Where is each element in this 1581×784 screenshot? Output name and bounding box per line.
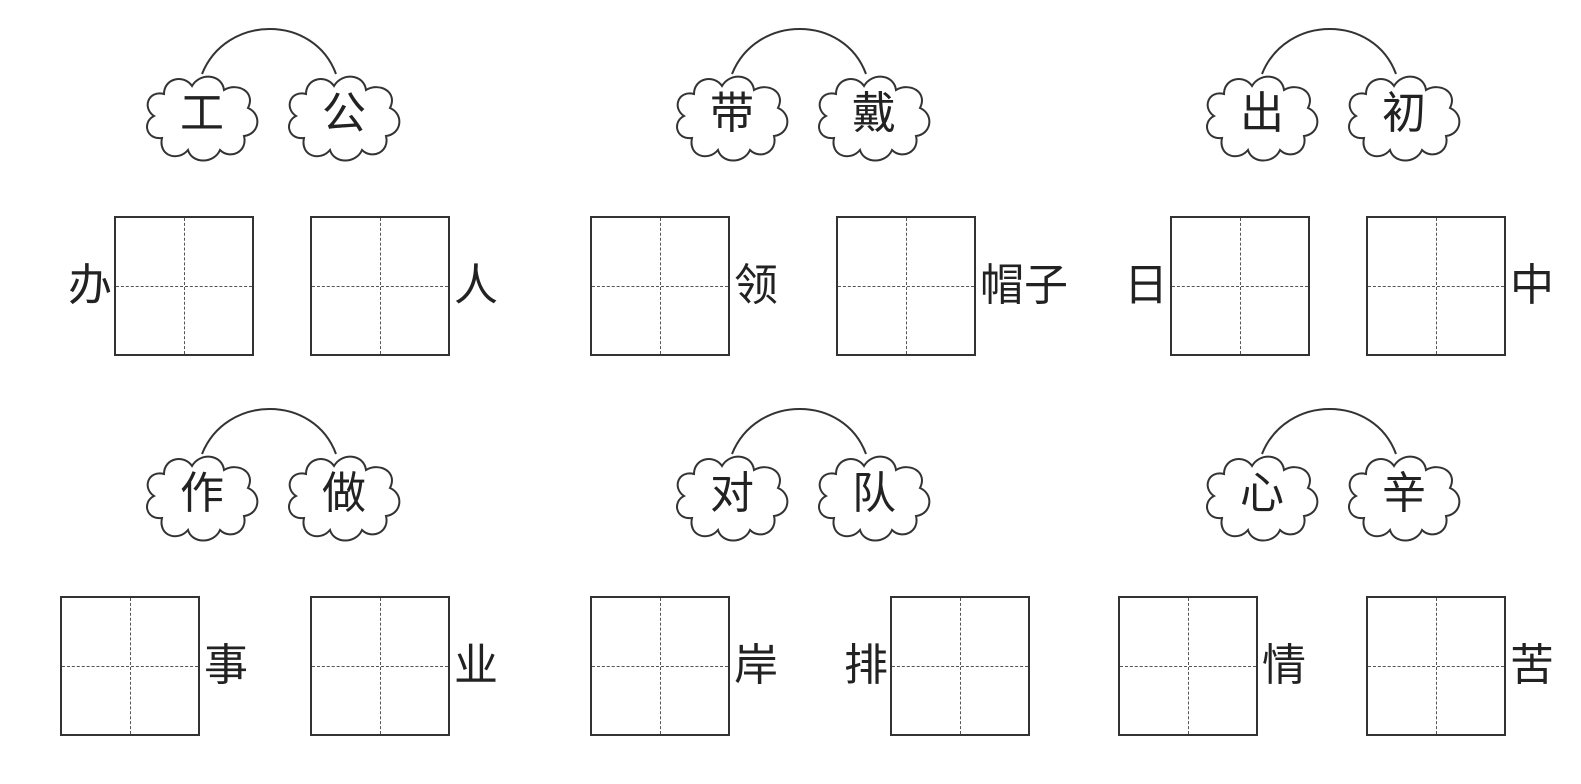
word-pair-group: 作 做事 业 (60, 400, 690, 784)
cloud-shape (676, 75, 789, 162)
tianzige-answer-box[interactable] (1170, 216, 1310, 356)
cloud-character: 公 (322, 88, 366, 139)
tianzige-answer-box[interactable] (590, 216, 730, 356)
word-pair-group: 心 辛情 苦 (1118, 400, 1581, 784)
grid-guide-horizontal (892, 666, 1028, 667)
grid-guide-horizontal (116, 286, 252, 287)
context-character: 排 (844, 640, 888, 691)
connector-arc (201, 408, 337, 455)
context-character: 情 (1262, 640, 1306, 691)
grid-guide-horizontal (312, 666, 448, 667)
cloud-character: 做 (322, 468, 366, 519)
cloud-char-card: 做 (280, 444, 408, 544)
tianzige-answer-box[interactable] (890, 596, 1030, 736)
cloud-char-card: 初 (1340, 64, 1468, 164)
context-character: 岸 (734, 640, 778, 691)
cloud-char-card: 对 (668, 444, 796, 544)
cloud-char-card: 辛 (1340, 444, 1468, 544)
cloud-shape (288, 75, 401, 162)
grid-guide-horizontal (1120, 666, 1256, 667)
tianzige-answer-box[interactable] (60, 596, 200, 736)
cloud-shape (146, 75, 259, 162)
context-character: 日 (1124, 260, 1168, 311)
cloud-character: 工 (180, 88, 224, 139)
cloud-char-card: 公 (280, 64, 408, 164)
cloud-shape (1348, 455, 1461, 542)
word-pair-group: 工 公办 人 (68, 20, 690, 404)
cloud-char-card: 带 (668, 64, 796, 164)
cloud-character: 心 (1240, 468, 1284, 519)
grid-guide-horizontal (312, 286, 448, 287)
connector-arc (1261, 28, 1397, 75)
word-pair-group: 对 队岸 排 (590, 400, 1220, 784)
tianzige-answer-box[interactable] (1366, 596, 1506, 736)
context-character: 中 (1510, 260, 1554, 311)
connector-arc (201, 28, 337, 75)
tianzige-answer-box[interactable] (590, 596, 730, 736)
cloud-shape (818, 75, 931, 162)
grid-guide-horizontal (1368, 286, 1504, 287)
cloud-shape (1206, 455, 1319, 542)
grid-guide-horizontal (592, 666, 728, 667)
cloud-character: 作 (180, 468, 224, 519)
tianzige-answer-box[interactable] (310, 216, 450, 356)
cloud-shape (288, 455, 401, 542)
cloud-character: 戴 (852, 88, 896, 139)
cloud-character: 辛 (1382, 468, 1426, 519)
cloud-char-card: 出 (1198, 64, 1326, 164)
context-character: 业 (454, 640, 498, 691)
cloud-shape (818, 455, 931, 542)
cloud-shape (1348, 75, 1461, 162)
tianzige-answer-box[interactable] (114, 216, 254, 356)
cloud-char-card: 工 (138, 64, 266, 164)
cloud-char-card: 心 (1198, 444, 1326, 544)
context-character: 事 (204, 640, 248, 691)
grid-guide-horizontal (62, 666, 198, 667)
grid-guide-horizontal (1172, 286, 1308, 287)
tianzige-answer-box[interactable] (836, 216, 976, 356)
grid-guide-horizontal (592, 286, 728, 287)
context-character: 帽子 (980, 260, 1068, 311)
tianzige-answer-box[interactable] (310, 596, 450, 736)
cloud-char-card: 戴 (810, 64, 938, 164)
connector-arc (731, 408, 867, 455)
cloud-character: 初 (1382, 88, 1426, 139)
cloud-char-card: 队 (810, 444, 938, 544)
grid-guide-horizontal (838, 286, 974, 287)
tianzige-answer-box[interactable] (1118, 596, 1258, 736)
word-pair-group: 出 初日 中 (1124, 20, 1581, 404)
tianzige-answer-box[interactable] (1366, 216, 1506, 356)
context-character: 人 (454, 260, 498, 311)
grid-guide-horizontal (1368, 666, 1504, 667)
cloud-character: 队 (852, 468, 896, 519)
cloud-character: 出 (1240, 88, 1284, 139)
cloud-char-card: 作 (138, 444, 266, 544)
cloud-character: 带 (710, 88, 754, 139)
context-character: 苦 (1510, 640, 1554, 691)
connector-arc (731, 28, 867, 75)
cloud-shape (1206, 75, 1319, 162)
cloud-shape (676, 455, 789, 542)
cloud-character: 对 (710, 468, 754, 519)
connector-arc (1261, 408, 1397, 455)
cloud-shape (146, 455, 259, 542)
context-character: 领 (734, 260, 778, 311)
context-character: 办 (68, 260, 112, 311)
word-pair-group: 带 戴领 帽子 (590, 20, 1220, 404)
